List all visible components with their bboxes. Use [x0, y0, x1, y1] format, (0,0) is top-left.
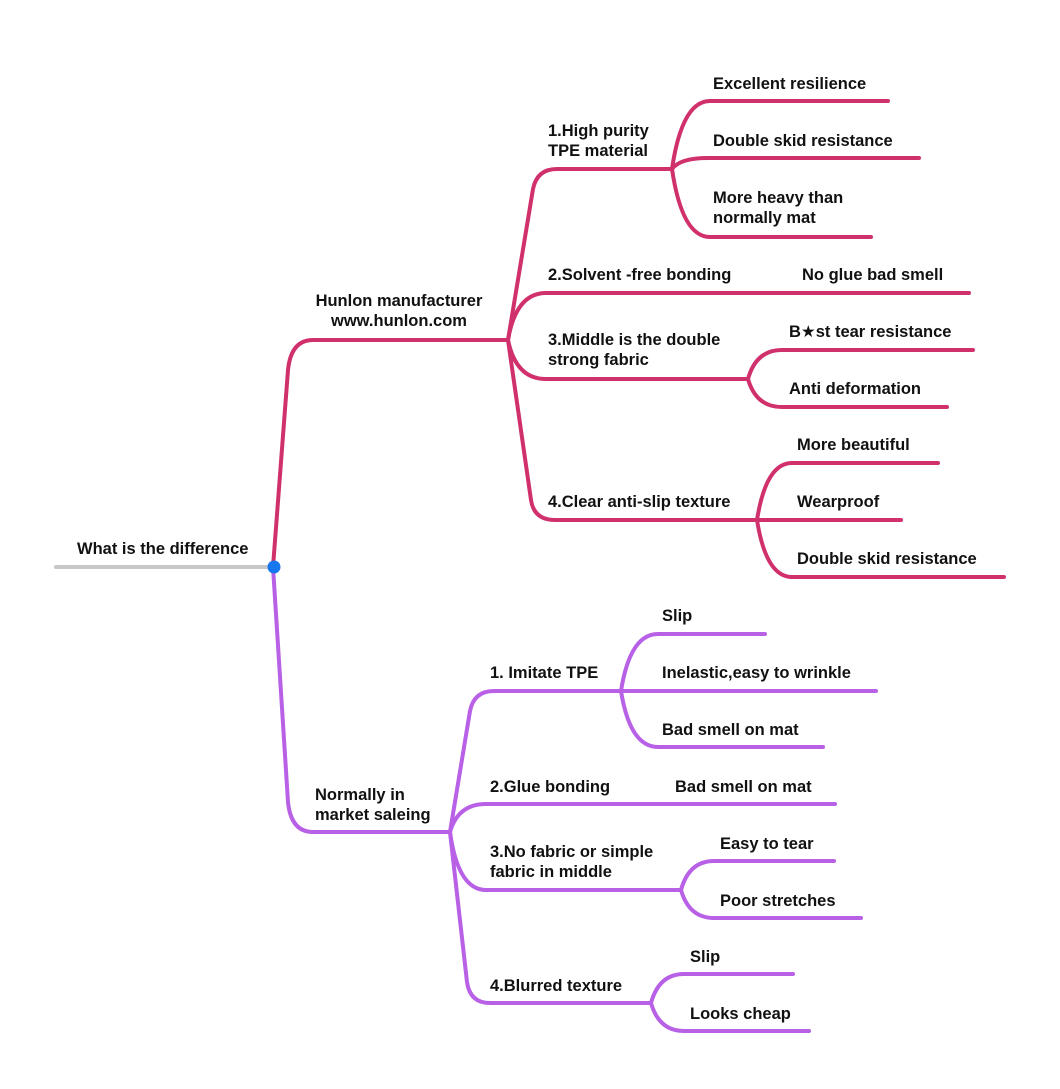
top-leaf-1-3[interactable]: More heavy than normally mat — [713, 188, 843, 228]
top-item-1-line2: TPE material — [548, 142, 648, 160]
bottom-leaf-1-3[interactable]: Bad smell on mat — [662, 721, 799, 739]
bottom-leaf-1-3-link — [619, 689, 825, 749]
branch-bottom-title-line2: market saleing — [315, 806, 431, 824]
top-item-2[interactable]: 2.Solvent -free bonding — [548, 266, 732, 284]
bottom-item-2[interactable]: 2.Glue bonding — [490, 778, 611, 796]
bottom-leaf-4-1[interactable]: Slip — [690, 948, 721, 966]
branch-top-title-line2: www.hunlon.com — [331, 312, 467, 330]
bottom-leaf-3-1[interactable]: Easy to tear — [720, 835, 814, 853]
branch-top-title-line1: Hunlon manufacturer — [315, 292, 483, 310]
branch-top-title[interactable]: Hunlon manufacturer www.hunlon.com — [310, 291, 488, 331]
top-item-3-line2: strong fabric — [548, 351, 649, 369]
bottom-item-3-line1: 3.No fabric or simple — [490, 843, 654, 861]
top-leaf-4-3-link — [755, 518, 1006, 579]
top-leaf-1-3-line1: More heavy than — [713, 189, 844, 207]
top-leaf-1-1-link — [670, 99, 890, 171]
bottom-leaf-1-2[interactable]: Inelastic,easy to wrinkle — [662, 664, 851, 682]
bottom-leaf-1-1[interactable]: Slip — [662, 607, 693, 625]
bottom-item-3[interactable]: 3.No fabric or simple fabric in middle — [490, 842, 653, 882]
bottom-item-1-link — [448, 689, 623, 834]
top-item-1[interactable]: 1.High purity TPE material — [548, 121, 649, 161]
top-leaf-3-1[interactable]: B★st tear resistance — [789, 323, 952, 341]
top-item-4-link — [506, 338, 759, 522]
root-node-dot[interactable] — [267, 560, 281, 574]
bottom-item-3-line2: fabric in middle — [490, 863, 612, 881]
top-item-1-line1: 1.High purity — [548, 122, 649, 140]
top-item-2-link — [506, 291, 971, 342]
top-leaf-4-3[interactable]: Double skid resistance — [797, 550, 977, 568]
branch-bottom-link — [271, 565, 452, 834]
top-leaf-2-1[interactable]: No glue bad smell — [802, 266, 944, 284]
top-leaf-1-3-line2: normally mat — [713, 209, 816, 227]
root-label[interactable]: What is the difference — [77, 540, 249, 558]
top-leaf-4-1[interactable]: More beautiful — [797, 436, 910, 454]
top-item-3-line1: 3.Middle is the double — [548, 331, 721, 349]
top-leaf-3-2-link — [746, 377, 949, 409]
top-leaf-4-2[interactable]: Wearproof — [797, 493, 880, 511]
bottom-leaf-4-1-link — [649, 972, 795, 1005]
top-item-1-link — [506, 167, 674, 342]
top-leaf-3-2[interactable]: Anti deformation — [789, 380, 921, 398]
branch-bottom-title[interactable]: Normally in market saleing — [315, 785, 431, 825]
connector-lines — [54, 99, 1006, 1033]
bottom-leaf-1-1-link — [619, 632, 767, 693]
top-leaf-1-3-link — [670, 167, 873, 239]
bottom-leaf-3-2-link — [679, 888, 863, 920]
top-item-3[interactable]: 3.Middle is the double strong fabric — [548, 330, 720, 370]
bottom-item-1[interactable]: 1. Imitate TPE — [490, 664, 599, 682]
bottom-item-4-link — [448, 830, 653, 1005]
top-leaf-1-2-link — [670, 156, 921, 171]
bottom-item-4[interactable]: 4.Blurred texture — [490, 977, 623, 995]
bottom-leaf-2-1[interactable]: Bad smell on mat — [675, 778, 812, 796]
branch-bottom-title-line1: Normally in — [315, 786, 405, 804]
bottom-item-2-link — [448, 802, 837, 834]
top-leaf-4-1-link — [755, 461, 940, 522]
bottom-leaf-4-2[interactable]: Looks cheap — [690, 1005, 791, 1023]
top-item-4[interactable]: 4.Clear anti-slip texture — [548, 493, 731, 511]
top-leaf-1-2[interactable]: Double skid resistance — [713, 132, 893, 150]
top-leaf-1-1[interactable]: Excellent resilience — [713, 75, 867, 93]
bottom-leaf-3-2[interactable]: Poor stretches — [720, 892, 836, 910]
branch-top-link — [271, 338, 510, 569]
bottom-leaf-3-1-link — [679, 859, 836, 892]
top-leaf-3-1-link — [746, 348, 975, 381]
bottom-leaf-4-2-link — [649, 1001, 811, 1033]
